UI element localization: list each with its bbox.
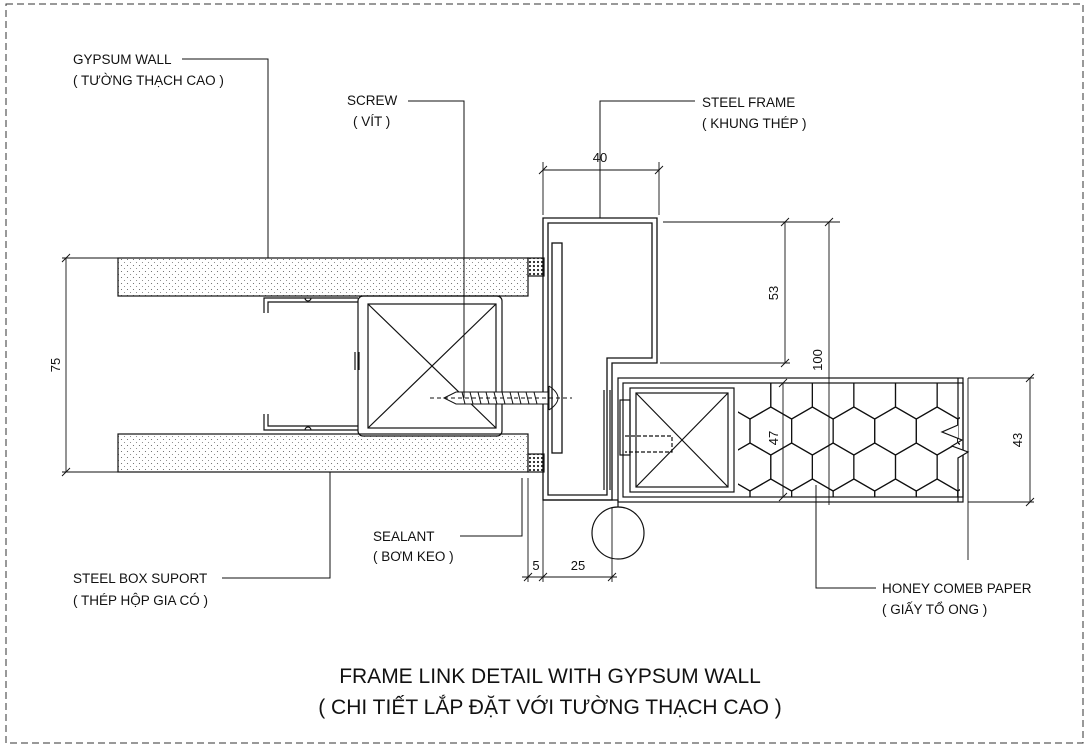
- break-line: [940, 378, 970, 502]
- sealant-label: SEALANT: [373, 529, 435, 544]
- steel-box-support: [357, 295, 503, 437]
- gypsum-board-top: [117, 257, 529, 297]
- honeycomb-paper-label-vi: ( GIẤY TỔ ONG ): [882, 602, 987, 617]
- dim-door-leaf: 43: [1010, 433, 1025, 447]
- honeycomb-cell: [957, 417, 960, 445]
- honeycomb-cell: [874, 478, 917, 497]
- honeycomb-cell: [894, 383, 897, 384]
- dim-door-leaf-inner: 47: [766, 431, 781, 445]
- honeycomb-cell: [958, 335, 1000, 383]
- honeycomb-cell: [729, 515, 771, 563]
- dim-stop-offset: 25: [571, 558, 585, 573]
- steel-box-support-label: STEEL BOX SUPORT: [73, 571, 207, 586]
- honeycomb-cell: [854, 515, 896, 563]
- honeycomb-cell: [979, 515, 1021, 563]
- dim-wall-thickness: 75: [48, 358, 63, 372]
- honeycomb-paper-label: HONEY COMEB PAPER: [882, 581, 1032, 596]
- honeycomb-cell: [937, 515, 979, 563]
- honeycomb-cell: [771, 515, 813, 563]
- drawing-title: FRAME LINK DETAIL WITH GYPSUM WALL: [339, 665, 761, 688]
- dim-frame-depth: 53: [766, 286, 781, 300]
- gypsum-wall-label: GYPSUM WALL: [73, 52, 172, 67]
- honeycomb-cell: [999, 479, 1041, 527]
- gypsum-wall-label-vi: ( TƯỜNG THẠCH CAO ): [73, 73, 224, 88]
- sheet-border: [5, 3, 1084, 744]
- honeycomb-cell: [935, 383, 939, 384]
- honeycomb-cell: [832, 478, 876, 497]
- dimension-lines: [61, 162, 1035, 582]
- dim-overall-depth: 100: [810, 349, 825, 371]
- screw: [430, 385, 572, 411]
- sealant-bottom: [527, 453, 545, 473]
- leader-lines: [182, 58, 876, 589]
- sealant-label-vi: ( BƠM KEO ): [373, 549, 454, 564]
- honeycomb-core: [688, 335, 1041, 563]
- steel-frame-label: STEEL FRAME: [702, 95, 795, 110]
- sealant-top: [527, 257, 545, 277]
- honeycomb-cell: [749, 478, 793, 497]
- screw-label-vi: ( VÍT ): [353, 114, 390, 129]
- dim-gap: 5: [532, 558, 539, 573]
- honeycomb-cell: [812, 515, 854, 563]
- gypsum-wall: [117, 257, 545, 473]
- honeycomb-cell: [688, 515, 730, 563]
- honeycomb-cell: [896, 515, 938, 563]
- honeycomb-cell: [979, 443, 1021, 491]
- screw-label: SCREW: [347, 93, 398, 108]
- gypsum-board-bottom: [117, 433, 529, 473]
- door-leaf: [603, 377, 964, 503]
- steel-frame: [542, 217, 658, 501]
- steel-frame-label-vi: ( KHUNG THÉP ): [702, 116, 807, 131]
- honeycomb-cell: [852, 383, 856, 384]
- drawing-subtitle: ( CHI TIẾT LẮP ĐẶT VỚI TƯỜNG THẠCH CAO ): [318, 695, 782, 719]
- steel-stud: [263, 297, 360, 431]
- honeycomb-cell: [790, 478, 834, 497]
- honeycomb-cell: [915, 478, 959, 497]
- door-stop: [591, 506, 645, 560]
- honeycomb-cell: [708, 335, 750, 383]
- honeycomb-cell: [999, 335, 1041, 383]
- steel-box-support-label-vi: ( THÉP HỘP GIA CÓ ): [73, 593, 208, 608]
- honeycomb-cell: [957, 489, 960, 497]
- dim-frame-width: 40: [593, 150, 607, 165]
